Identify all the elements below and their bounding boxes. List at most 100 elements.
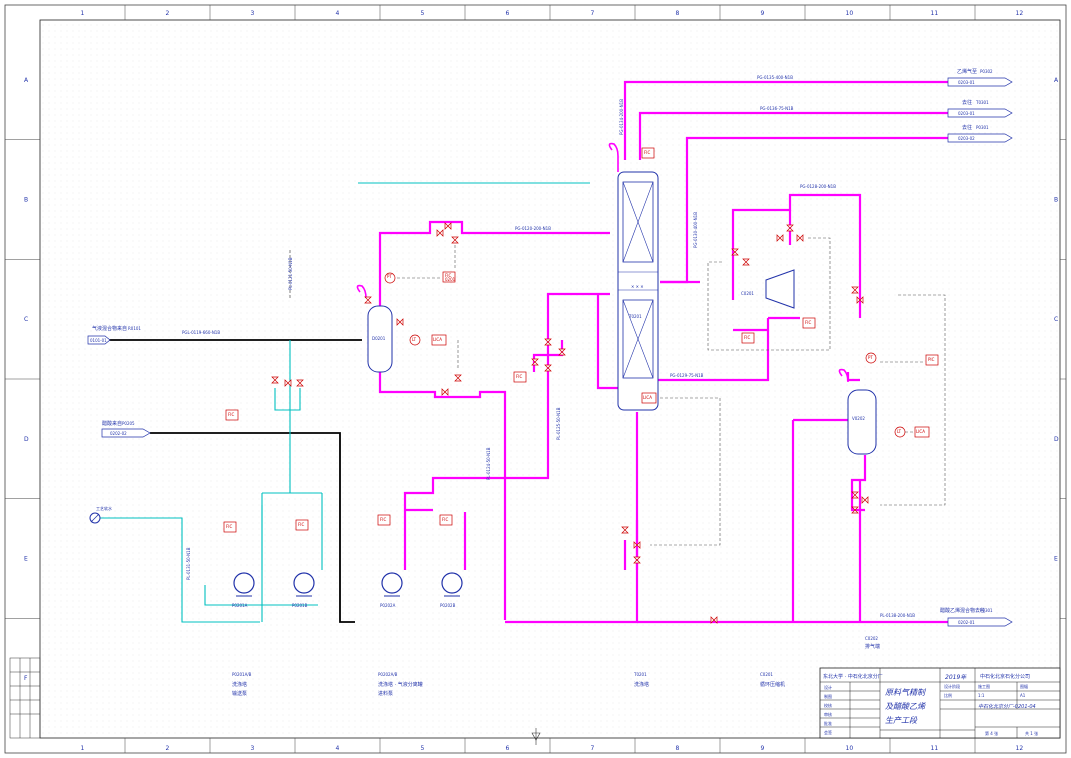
tb-total: 共 1 张 <box>1025 730 1038 736</box>
frame-row-label: C <box>1054 316 1058 323</box>
frame-row-label: C <box>24 316 28 323</box>
valve-symbol[interactable] <box>436 229 444 237</box>
valve-symbol[interactable] <box>558 348 566 356</box>
valve-symbol[interactable] <box>851 286 859 294</box>
instrument-lt-drum1[interactable]: LT <box>409 334 421 346</box>
off-page-out4[interactable]: 0202-01 醋酸乙烯混合物去往 P0301 <box>940 607 1013 627</box>
fic-mid-label: FIC <box>516 374 522 379</box>
pump-P0201A[interactable]: P0201A <box>232 572 255 608</box>
valve-symbol[interactable] <box>731 248 739 256</box>
valve-symbol[interactable] <box>396 318 404 326</box>
column-T0201[interactable]: ✕ ✕ ✕ T0201 <box>617 171 659 411</box>
instrument-fic-comp[interactable]: FIC <box>802 317 816 329</box>
signal-lines <box>392 237 946 546</box>
valve-symbol[interactable] <box>364 296 372 304</box>
instrument-fic-comp2[interactable]: FIC <box>741 332 755 344</box>
pump1a-label: P0201A <box>232 603 248 608</box>
valve-symbol[interactable] <box>851 491 859 499</box>
column-tag-label: T0201 <box>628 314 642 319</box>
drum1-vent-gooseneck <box>356 284 367 299</box>
valve-symbol[interactable] <box>786 224 794 232</box>
off-page-out1[interactable]: 0203-01 乙烯气至 P0302 <box>947 68 1013 87</box>
out1-tag: P0302 <box>980 69 993 74</box>
valve-symbol[interactable] <box>271 376 279 384</box>
valve-symbol[interactable] <box>296 379 304 387</box>
valve-symbol[interactable] <box>531 358 539 366</box>
instrument-pic-drum2[interactable]: PIC <box>925 354 939 366</box>
legend1-l2: 输送泵 <box>232 690 247 697</box>
valve-symbol[interactable] <box>621 526 629 534</box>
valve-symbol[interactable] <box>633 541 641 549</box>
fic-comp-label: FIC <box>805 320 811 325</box>
valve-symbol[interactable] <box>441 388 449 396</box>
instrument-lica-drum2[interactable]: LICA <box>914 426 930 438</box>
instrument-fic-left[interactable]: FIC <box>225 409 239 421</box>
pump-P0202B[interactable]: P0202B <box>440 572 463 608</box>
legend3-tag: T0201 <box>633 672 647 677</box>
tb-title1: 原料气精制 <box>885 688 927 697</box>
valve-symbol[interactable] <box>444 222 452 230</box>
drum-D0201[interactable]: D0201 <box>356 284 393 373</box>
instrument-fic-pump2a[interactable]: FIC <box>377 514 391 526</box>
pump1b-label: P0201B <box>292 603 308 608</box>
pump-P0201B[interactable]: P0201B <box>292 572 315 608</box>
black-main-lines <box>108 250 362 623</box>
instrument-fic-mid[interactable]: FIC <box>513 371 527 383</box>
off-page-out3[interactable]: 0203-02 去往 P0301 <box>947 124 1013 143</box>
out4-sheet: 0202-01 <box>958 620 975 625</box>
valve-symbol[interactable] <box>544 364 552 372</box>
instrument-fic-top[interactable]: FIC <box>641 147 655 159</box>
instrument-fic-drum1[interactable]: FIC 0201 <box>442 271 456 283</box>
fic-label: FIC <box>445 273 451 278</box>
valve-symbol[interactable] <box>856 296 864 304</box>
valve-symbol[interactable] <box>796 234 804 242</box>
valve-symbol[interactable] <box>710 616 718 624</box>
frame-col-label: 10 <box>846 745 854 752</box>
lt-label: LT <box>412 337 417 342</box>
legend1-l1: 洗涤塔 <box>232 681 247 688</box>
valve-symbol[interactable] <box>284 379 292 387</box>
out4-tag: P0301 <box>980 608 993 613</box>
tb-drawing-no: 中石化北京分厂-0201-04 <box>978 703 1036 710</box>
instrument-pt-drum2[interactable]: PT <box>865 352 877 364</box>
in2-sheet: 0202-02 <box>110 431 127 436</box>
instrument-fic-pump2b[interactable]: FIC <box>439 514 453 526</box>
valve-symbol[interactable] <box>851 506 859 514</box>
lt2-label: LT <box>897 429 902 434</box>
fic-left-label: FIC <box>228 412 234 417</box>
compressor-C0201[interactable]: C0201 <box>741 269 795 309</box>
in1-sheet: 0101-01 <box>90 338 107 343</box>
valve-symbol[interactable] <box>544 338 552 346</box>
off-page-out2[interactable]: 0203-01 去往 T0301 <box>947 99 1013 118</box>
tb-school: 东北大学 · 中石化北京分厂 <box>823 673 883 680</box>
valve-symbol[interactable] <box>633 556 641 564</box>
legend3-l1: 洗涤塔 <box>634 681 649 688</box>
drum-V0202[interactable]: V0202 <box>838 368 877 455</box>
off-page-in1[interactable]: 0101-01 气液混合物来自 R0101 <box>87 325 141 345</box>
pump2b-label: P0202B <box>440 603 456 608</box>
instrument-pt-drum1[interactable]: PT <box>384 272 396 284</box>
off-page-in2[interactable]: 0202-02 醋酸来自 P0205 <box>101 420 151 438</box>
frame-col-label: 8 <box>676 10 680 17</box>
tb-row2: 制图 <box>824 693 832 699</box>
instrument-fic-pump1b[interactable]: FIC <box>295 519 309 531</box>
comp-tag-label: C0201 <box>741 291 754 296</box>
frame-row-label: E <box>1054 556 1058 563</box>
instrument-lica-drum1[interactable]: LICA <box>431 334 447 346</box>
valve-symbol[interactable] <box>861 496 869 504</box>
in1-label: 气液混合物来自 <box>92 325 127 332</box>
out2-label: 去往 <box>962 99 972 106</box>
pump2a-label: P0202A <box>380 603 396 608</box>
valve-symbol[interactable] <box>776 234 784 242</box>
title-block: 东北大学 · 中石化北京分厂 2019年 中石化北京石化分公司 原料气精制 及醋… <box>819 667 1061 739</box>
instrument-lt-drum2[interactable]: LT <box>894 426 906 438</box>
valve-symbol[interactable] <box>742 258 750 266</box>
pump-P0202A[interactable]: P0202A <box>380 572 403 608</box>
valve-symbol[interactable] <box>451 236 459 244</box>
control-valves <box>271 222 869 624</box>
instrument-fic-pump1a[interactable]: FIC <box>223 521 237 533</box>
instrument-lica-col[interactable]: LICA <box>641 392 657 404</box>
fic-p1b-label: FIC <box>298 522 304 527</box>
valve-symbol[interactable] <box>454 374 462 382</box>
